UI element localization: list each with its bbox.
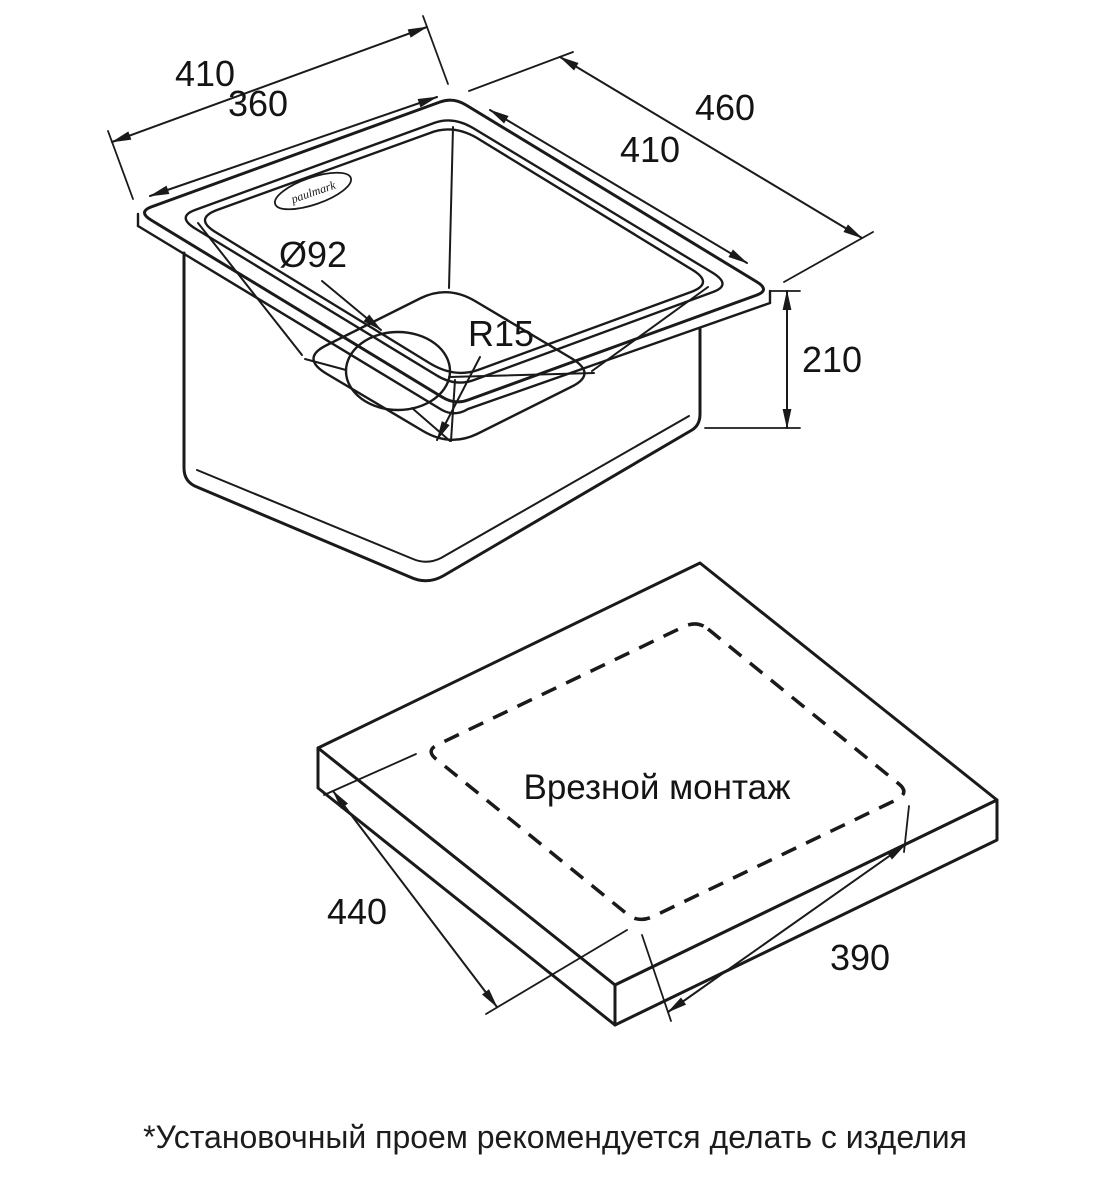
dim-inner-depth-label: 410	[620, 129, 680, 170]
sink-body-outline	[182, 251, 702, 583]
sink-rim-lower-edge	[136, 224, 772, 415]
sink-isometric-view: paulmark	[136, 98, 772, 583]
footnote-text: *Установочный проем рекомендуется делать…	[143, 1119, 967, 1155]
dim-cutout-width: 440	[323, 753, 628, 1015]
dim-height: 210	[704, 290, 862, 429]
bowl-wall-edge-left	[197, 222, 303, 356]
bowl-wall-edge-back	[448, 126, 454, 289]
dim-drain-diameter: Ø92	[279, 234, 382, 331]
dim-outer-width-label: 410	[175, 53, 235, 94]
dim-outer-depth-label: 460	[695, 87, 755, 128]
bowl-wall-edge-right	[591, 286, 709, 372]
sink-rim-inner-line	[184, 119, 724, 384]
dim-inner-width-label: 360	[228, 83, 288, 124]
dim-drain-diameter-label: Ø92	[279, 234, 347, 275]
dim-inner-width: 360	[149, 83, 438, 197]
dim-cutout-depth: 390	[641, 805, 910, 1022]
dim-cutout-depth-label: 390	[830, 937, 890, 978]
dim-corner-radius-label: R15	[468, 313, 534, 354]
dim-height-label: 210	[802, 339, 862, 380]
sink-bowl-bottom	[312, 291, 586, 441]
dim-corner-radius: R15	[436, 313, 534, 441]
cutout-dimensions: 440 390	[323, 753, 910, 1022]
bowl-bottom-crease-right	[448, 372, 595, 378]
sink-dimensions: 410 360 460 410 210 Ø92	[107, 15, 874, 441]
bowl-bottom-crease-left	[304, 358, 347, 371]
cutout-isometric-view: Врезной монтаж	[316, 561, 999, 1027]
sink-bowl-opening	[203, 128, 705, 375]
cutout-dashed-outline	[429, 622, 906, 922]
dim-inner-depth: 410	[489, 109, 748, 264]
mount-type-label: Врезной монтаж	[524, 768, 792, 807]
sink-body-base-edge	[196, 415, 690, 563]
dim-cutout-width-label: 440	[327, 891, 387, 932]
